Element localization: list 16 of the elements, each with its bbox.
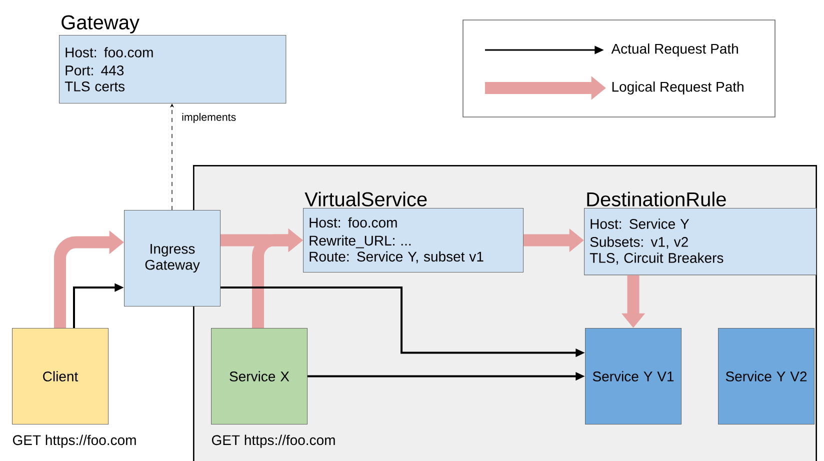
box-title: DestinationRule	[587, 192, 726, 206]
legend-text: Actual Request Path	[611, 43, 738, 57]
legend-text: Logical Request Path	[612, 81, 744, 95]
config-box: Host: foo.com Port: 443 TLS certs	[59, 35, 286, 104]
box-title: VirtualService	[304, 192, 427, 206]
service-box: Client	[12, 328, 109, 425]
request-caption: GET https://foo.com	[12, 434, 136, 448]
service-box: Service Y V2	[718, 328, 815, 425]
config-box: Host: foo.com Rewrite_URL: ... Route: Service Y, subset v1	[303, 208, 524, 273]
edge-label: implements	[180, 112, 238, 124]
service-box: Ingress Gateway	[124, 210, 221, 307]
service-box: Service Y V1	[585, 328, 682, 425]
request-caption: GET https://foo.com	[212, 434, 335, 448]
config-box: Host: Service Y Subsets: v1, v2 TLS, Circuit Breakers	[584, 208, 817, 276]
box-title: Gateway	[62, 15, 140, 34]
service-box: Service X	[211, 328, 308, 425]
